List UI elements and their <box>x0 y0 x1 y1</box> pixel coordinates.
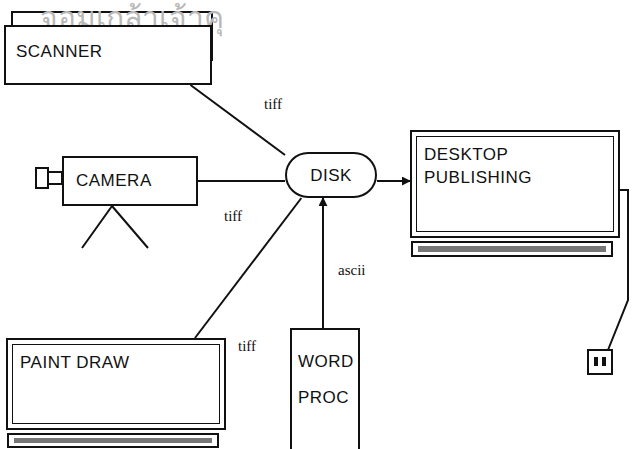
connector <box>190 180 285 182</box>
keyboard-keys <box>14 438 212 443</box>
plug-pin <box>594 357 598 366</box>
keyboard <box>412 242 612 256</box>
disk-node: DISK <box>285 152 377 198</box>
node-text: DISK <box>287 165 375 188</box>
plug-pin <box>602 357 606 366</box>
edge-label: tiff <box>262 96 284 113</box>
connector <box>191 85 286 155</box>
node-text: CAMERA <box>76 170 196 193</box>
keyboard <box>8 434 218 447</box>
node-text: WORD PROC <box>298 344 354 415</box>
power-plug <box>588 350 612 374</box>
node-text: DESKTOP PUBLISHING <box>424 144 618 190</box>
camera-lens <box>48 172 62 184</box>
edge-label: ascii <box>336 262 368 279</box>
monitor-screen: DESKTOP PUBLISHING <box>410 130 620 238</box>
word-processor-box: WORD PROC <box>290 328 360 449</box>
keyboard-keys <box>418 246 606 252</box>
node-text: SCANNER <box>16 41 210 64</box>
camera-lens <box>36 168 48 188</box>
edge-label: tiff <box>222 208 244 225</box>
connector <box>195 198 301 338</box>
monitor-screen: PAINT DRAW <box>6 338 226 430</box>
connector <box>377 180 410 182</box>
tripod <box>82 206 148 248</box>
edge-label: tiff <box>236 338 258 355</box>
node-text: PAINT DRAW <box>20 352 224 375</box>
camera-box: CAMERA <box>62 156 198 206</box>
scanner-box: SCANNER <box>4 25 212 85</box>
connector <box>322 198 324 328</box>
